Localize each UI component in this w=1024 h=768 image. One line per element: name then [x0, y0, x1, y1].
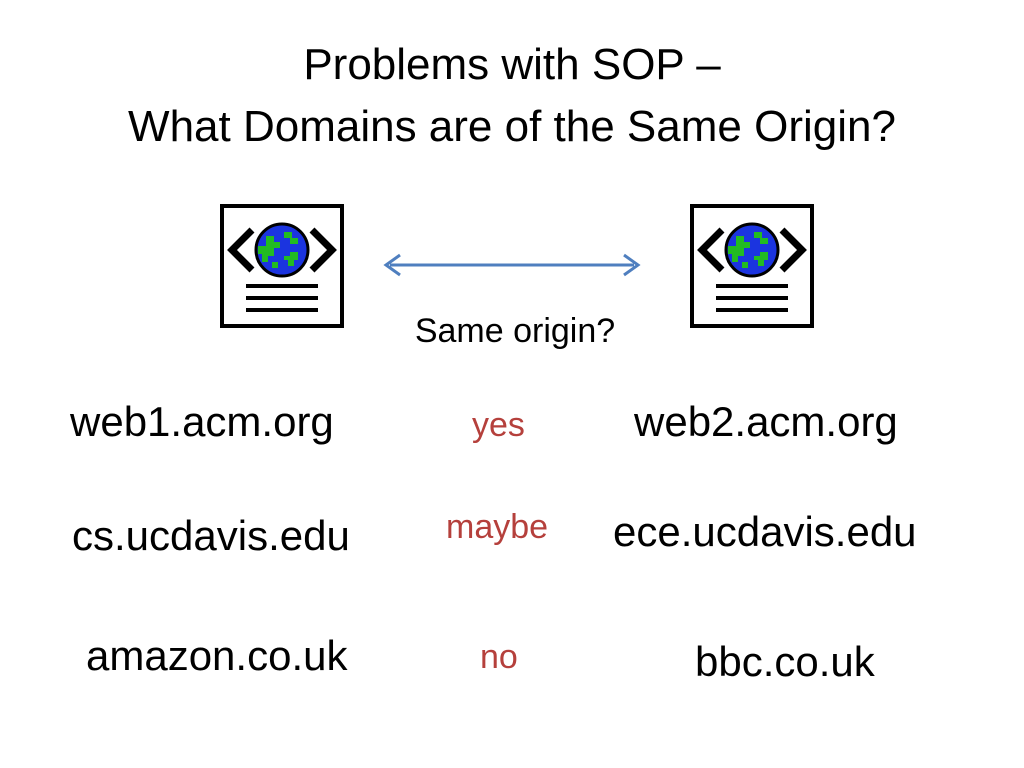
title-line-2: What Domains are of the Same Origin?: [128, 102, 896, 151]
same-origin-question: Same origin?: [414, 312, 616, 350]
web-page-globe-icon: [690, 204, 814, 328]
answer-2: maybe: [446, 508, 549, 546]
slide-title: Problems with SOP – What Domains are of …: [0, 34, 1024, 158]
right-domain-2: ece.ucdavis.edu: [613, 508, 917, 555]
web-page-globe-icon: [220, 204, 344, 328]
answer-1: yes: [472, 406, 525, 444]
answer-3: no: [480, 638, 518, 676]
left-domain-3: amazon.co.uk: [86, 632, 348, 679]
double-arrow-icon: [378, 248, 646, 282]
left-domain-2: cs.ucdavis.edu: [72, 512, 350, 559]
title-line-1: Problems with SOP –: [303, 40, 721, 89]
right-domain-3: bbc.co.uk: [695, 638, 875, 685]
right-domain-1: web2.acm.org: [634, 398, 898, 445]
left-domain-1: web1.acm.org: [70, 398, 334, 445]
